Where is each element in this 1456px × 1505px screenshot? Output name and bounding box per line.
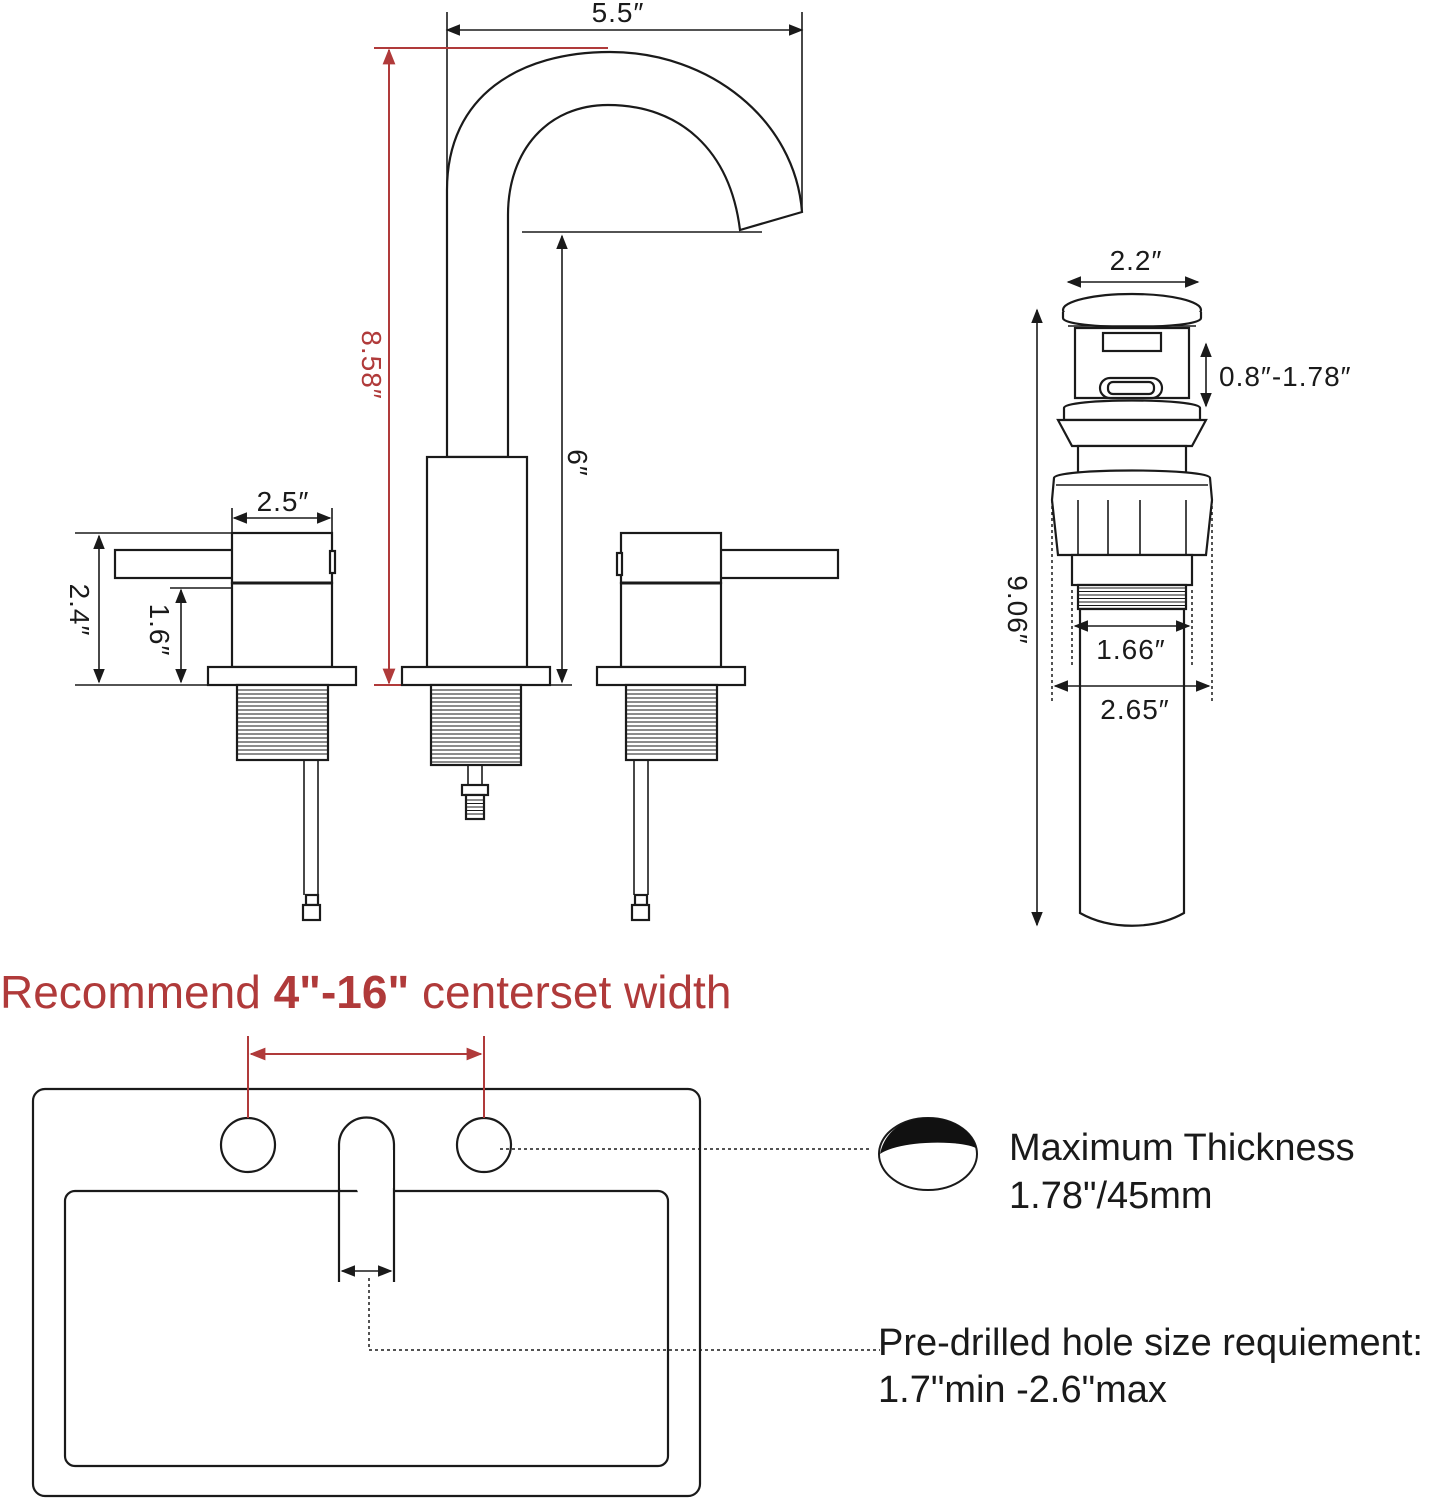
drain-threads [1078, 587, 1186, 607]
drain-top-label: 2.2″ [1110, 245, 1163, 276]
spout-reach-dimension: 5.5″ [445, 0, 804, 212]
thickness-value: 1.78"/45mm [1009, 1175, 1213, 1217]
thickness-icon [878, 1117, 978, 1191]
center-body [400, 455, 552, 821]
hole-leader [368, 1278, 880, 1351]
handle-base-label: 1.6″ [144, 604, 175, 657]
thickness-label: Maximum Thickness [1009, 1127, 1355, 1169]
thread-diameter-dimension: 1.66″ [1071, 590, 1193, 668]
left-hole [219, 1116, 277, 1174]
drain-length-label: 9.06″ [1002, 575, 1033, 644]
centerset-width-dimension [247, 1036, 485, 1118]
spout [445, 50, 804, 459]
handle-width-dimension: 2.5″ [231, 486, 333, 533]
handle-height-dimension: 2.4″ [64, 532, 232, 686]
hole-value: 1.7"min -2.6"max [878, 1369, 1167, 1411]
recommend-prefix: Recommend [0, 966, 274, 1018]
hole-label: Pre-drilled hole size requiement: [878, 1322, 1423, 1364]
drain-top-dimension: 2.2″ [1066, 245, 1200, 288]
handle-base-dimension: 1.6″ [144, 587, 232, 684]
total-height-label: 8.58″ [356, 330, 387, 399]
recommend-range: 4"-16" [274, 966, 410, 1018]
pop-up-drain [1050, 292, 1214, 927]
recommend-heading: Recommend 4"-16" centerset width [0, 966, 731, 1018]
flange-diameter-label: 2.65″ [1100, 694, 1169, 725]
pop-up-dimension: 0.8″-1.78″ [1200, 342, 1352, 408]
right-hole [455, 1116, 513, 1174]
total-height-dimension: 8.58″ [356, 47, 608, 686]
spout-reach-label: 5.5″ [592, 0, 645, 28]
spout-height-label: 6″ [562, 449, 593, 476]
flange-diameter-dimension: 2.65″ [1051, 500, 1213, 725]
drain-length-dimension: 9.06″ [1002, 308, 1043, 927]
sink-top-view [31, 1087, 702, 1498]
faucet-threads [237, 689, 717, 815]
left-handle [113, 531, 358, 922]
recommend-suffix: centerset width [409, 966, 731, 1018]
handle-height-label: 2.4″ [64, 584, 95, 637]
pop-up-label: 0.8″-1.78″ [1219, 361, 1352, 392]
thread-diameter-label: 1.66″ [1096, 634, 1165, 665]
handle-width-label: 2.5″ [257, 486, 310, 517]
